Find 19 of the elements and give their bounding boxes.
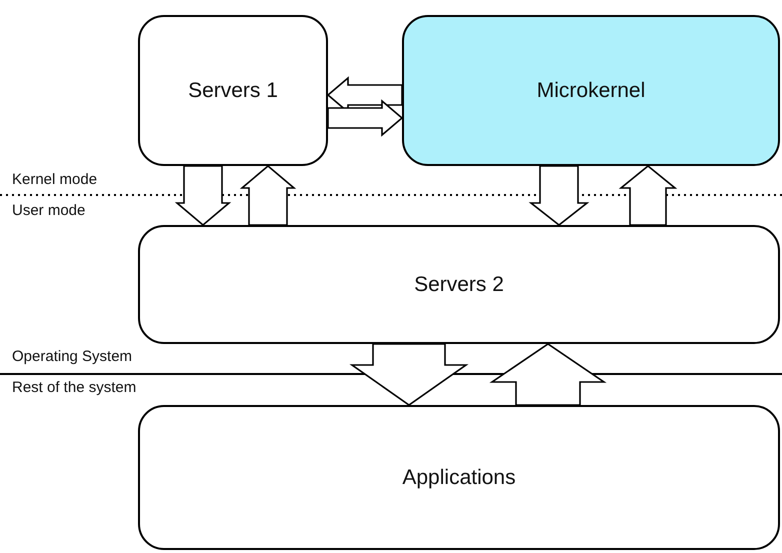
server-box <box>138 225 780 344</box>
applications-box <box>138 405 780 550</box>
block-arrow <box>327 99 404 137</box>
node-label: Servers 2 <box>414 272 504 296</box>
block-arrow <box>489 343 607 406</box>
node-label: Microkernel <box>536 78 646 102</box>
block-arrow <box>240 164 296 226</box>
mode-label: Kernel mode <box>12 171 98 188</box>
mode-label: Operating System <box>12 348 132 365</box>
block-arrow <box>349 343 469 406</box>
mode-label: User mode <box>12 202 86 219</box>
server-box <box>138 15 328 166</box>
block-arrow <box>618 164 678 226</box>
node-label: Applications <box>402 466 516 490</box>
mode-label: Rest of the system <box>12 379 136 396</box>
microkernel-box <box>402 15 780 166</box>
block-arrow <box>528 165 590 226</box>
node-label: Servers 1 <box>188 78 278 102</box>
block-arrow <box>174 165 232 226</box>
